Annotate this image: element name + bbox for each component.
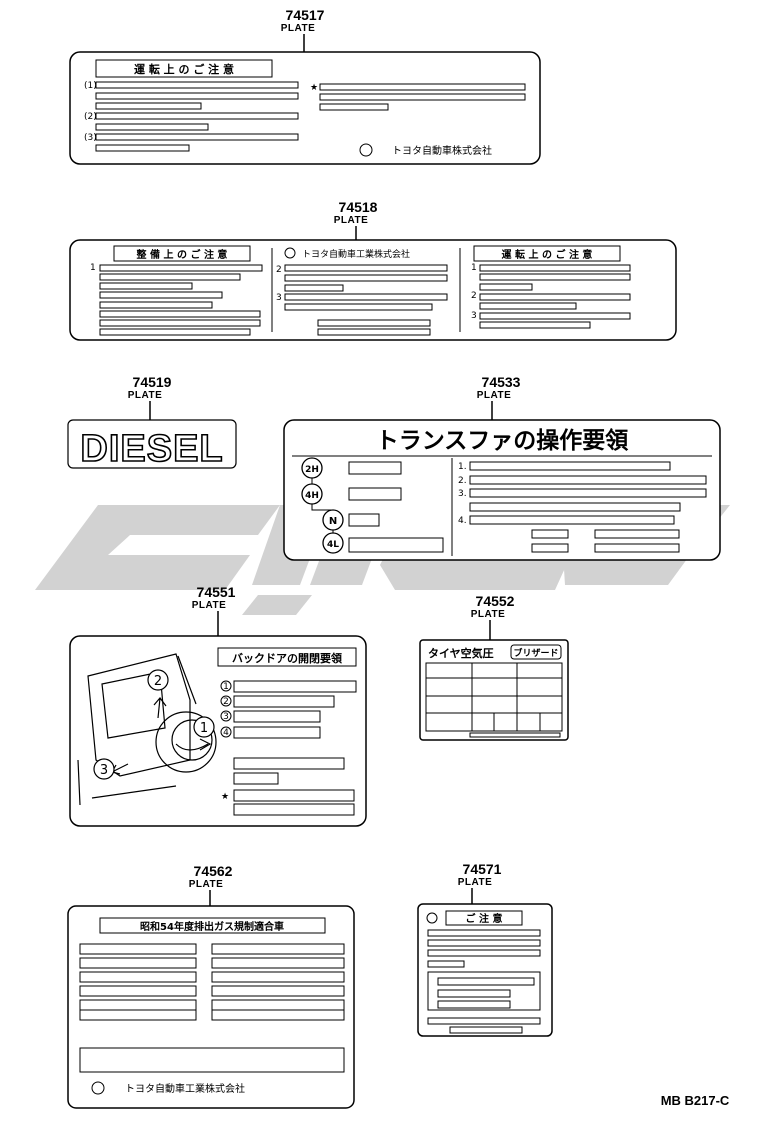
maker-name: トヨタ自動車工業株式会社 [125, 1082, 245, 1095]
plate-title: トランスファの操作要領 [376, 427, 630, 454]
item-number: 1. [458, 462, 467, 472]
part-label: PLATE [281, 23, 316, 34]
part-label: PLATE [471, 609, 506, 620]
part-number: 74517 [286, 7, 325, 23]
maker-name: トヨタ自動車工業株式会社 [302, 248, 410, 260]
part-74533: 74533 PLATE トランスファの操作要領 2H 4H N 4L 1. 2.… [283, 374, 721, 561]
part-74551: 74551 PLATE 2 1 3 バックドアの開閉要領 1 2 3 4 [69, 584, 367, 827]
plate-title: バックドアの開閉要領 [232, 651, 343, 665]
item-number: 2 [471, 291, 477, 301]
plate-heading-right: 運 転 上 の ご 注 意 [502, 248, 593, 261]
part-number: 74519 [133, 374, 172, 390]
plate-subtitle: ブリザード [513, 647, 558, 659]
mode-label: 2H [305, 465, 319, 475]
part-number: 74551 [197, 584, 236, 600]
part-number: 74552 [476, 593, 515, 609]
item-number: (3) [84, 133, 97, 143]
plate-74552 [419, 639, 569, 741]
item-number: 3 [276, 293, 282, 303]
part-number: 74533 [482, 374, 521, 390]
mode-label: 4H [305, 491, 319, 501]
step-number: 2 [223, 697, 229, 707]
item-number: 1 [90, 263, 96, 273]
mode-label: N [329, 516, 337, 527]
item-number: (2) [84, 112, 97, 122]
step-marker: 3 [100, 763, 108, 778]
step-number: 3 [223, 712, 229, 722]
part-label: PLATE [477, 390, 512, 401]
maker-name: トヨタ自動車株式会社 [392, 144, 492, 157]
step-number: 1 [223, 682, 229, 692]
part-74571: 74571 PLATE ご 注 意 [417, 861, 553, 1037]
plate-title: 昭和54年度排出ガス規制適合車 [140, 920, 284, 933]
part-label: PLATE [189, 879, 224, 890]
plate-74519 [67, 419, 237, 469]
step-marker: 2 [154, 674, 162, 689]
step-marker: 1 [200, 721, 208, 736]
part-74519: 74519 PLATE DIESEL [67, 374, 237, 471]
plate-heading-left: 整 備 上 の ご 注 意 [136, 248, 228, 261]
part-number: 74562 [194, 863, 233, 879]
plate-heading: 運 転 上 の ご 注 意 [134, 62, 234, 76]
part-74518: 74518 PLATE 整 備 上 の ご 注 意 トヨタ自動車工業株式会社 運… [69, 199, 677, 341]
part-label: PLATE [458, 877, 493, 888]
diesel-badge-text: DIESEL [80, 428, 223, 470]
item-number: 4. [458, 516, 467, 526]
item-number: 3 [471, 311, 477, 321]
item-number: 3. [458, 489, 467, 499]
plate-title: ご 注 意 [466, 912, 503, 925]
item-number: (1) [84, 81, 97, 91]
part-74517: 74517 PLATE 運 転 上 の ご 注 意 (1) (2) (3) ★ … [69, 7, 541, 165]
part-number: 74518 [339, 199, 378, 215]
back-door-illustration [77, 653, 217, 806]
part-number: 74571 [463, 861, 502, 877]
star-marker: ★ [310, 83, 318, 93]
part-label: PLATE [128, 390, 163, 401]
star-marker: ★ [221, 792, 229, 802]
item-number: 1 [471, 263, 477, 273]
part-label: PLATE [334, 215, 369, 226]
step-number: 4 [223, 728, 229, 738]
part-label: PLATE [192, 600, 227, 611]
part-74552: 74552 PLATE タイヤ空気圧 ブリザード [419, 593, 569, 741]
mode-label: 4L [327, 540, 339, 550]
part-74562: 74562 PLATE 昭和54年度排出ガス規制適合車 トヨタ自動車工業株式会社 [67, 863, 355, 1109]
drawing-reference: MB B217-C [661, 1093, 730, 1108]
plate-title: タイヤ空気圧 [428, 646, 494, 660]
item-number: 2 [276, 265, 282, 275]
item-number: 2. [458, 476, 467, 486]
